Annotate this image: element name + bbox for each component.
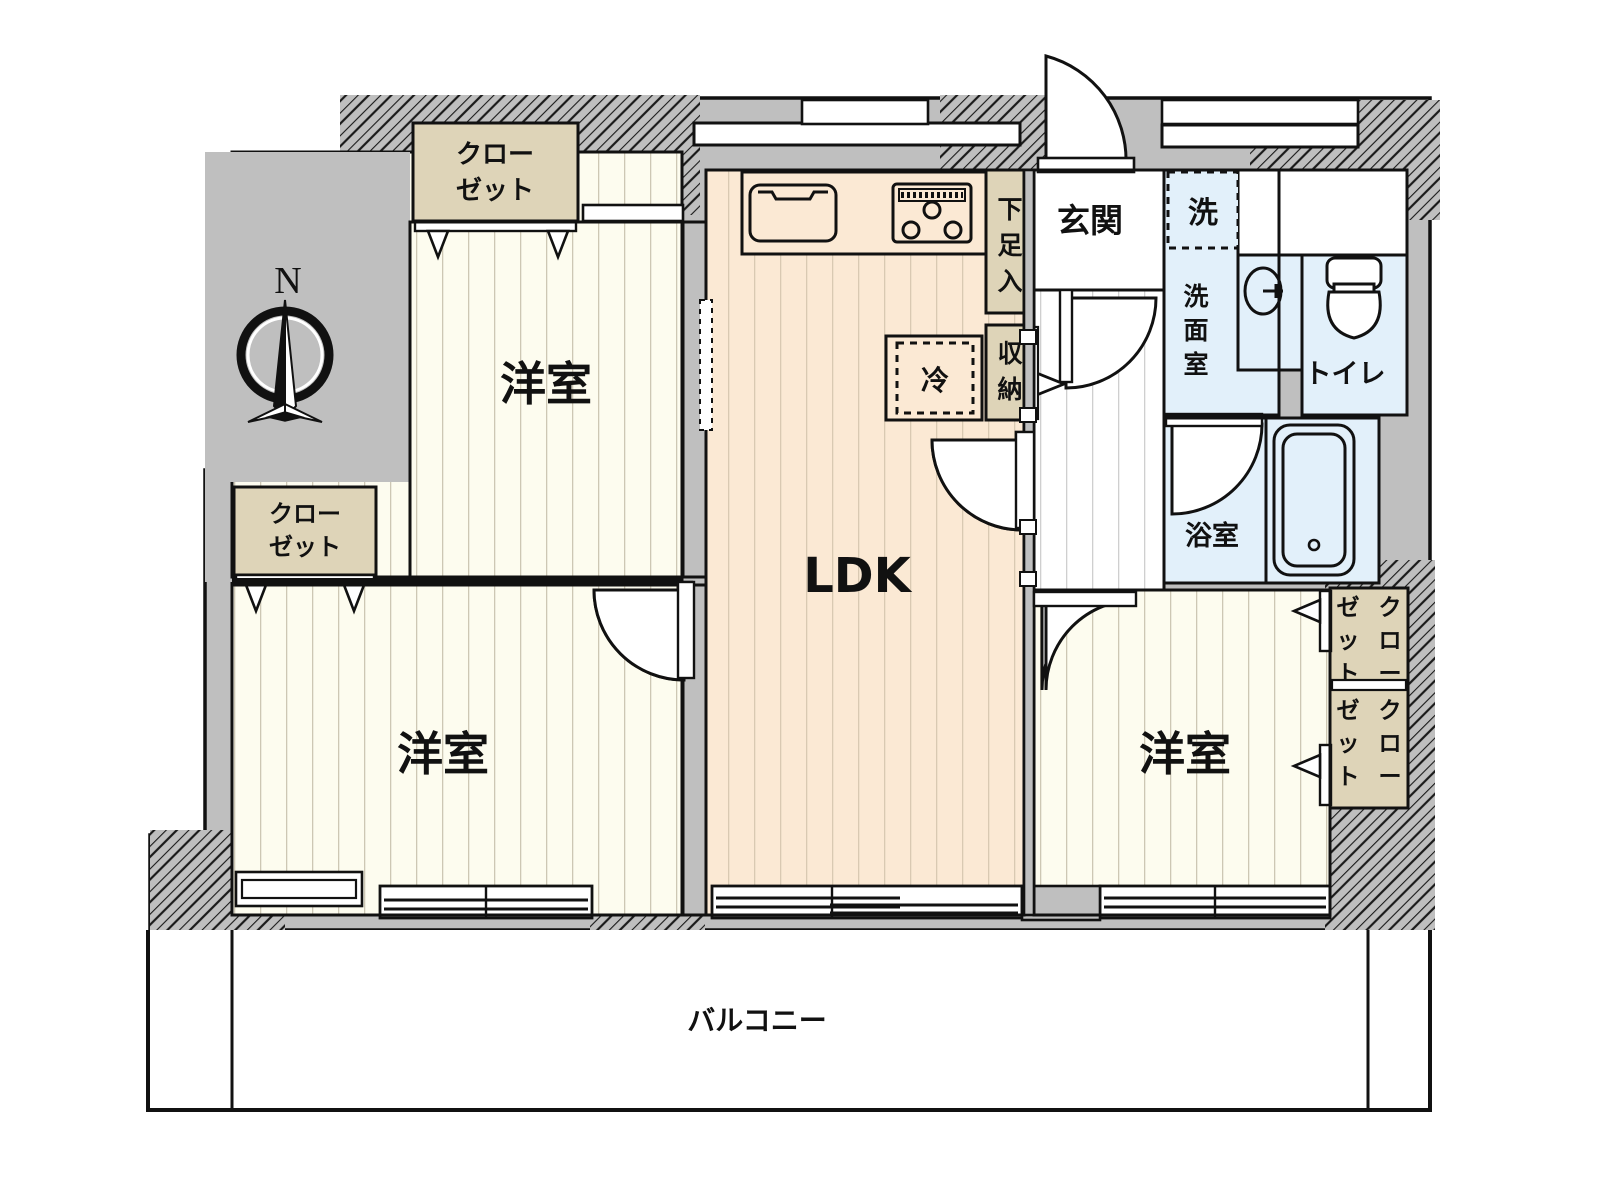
ce-u-c2: ロ (1379, 628, 1402, 654)
washer-label: 洗 (1188, 196, 1218, 231)
compass-rose: N (236, 260, 334, 423)
window-ldk-north (692, 98, 1022, 147)
label-bedroom-north: 洋室 (500, 357, 592, 411)
ce-u-c4: ゼ (1337, 595, 1360, 621)
opening-marks (699, 299, 1037, 587)
label-entrance: 玄関 (1057, 201, 1123, 240)
storage-c2: 納 (997, 375, 1022, 404)
sliding-door-sw-bedroom[interactable] (378, 884, 594, 920)
label-ldk: LDK (803, 548, 912, 604)
closet-north: クロー ゼット (411, 121, 580, 261)
ce-u-c1: ク (1379, 595, 1402, 621)
gas-stove-icon (891, 182, 973, 244)
room-bedroom-southwest (230, 583, 684, 917)
door-entrance-hall (1058, 288, 1158, 390)
closet-west-label-1: クロー (269, 500, 341, 528)
label-washroom-1: 洗 (1183, 282, 1208, 311)
balcony (146, 930, 1432, 1112)
door-entrance (1036, 54, 1136, 174)
sliding-door-east-bedroom[interactable] (1098, 884, 1332, 920)
window-sw-left (234, 870, 364, 908)
ce-l-c2: ロ (1379, 731, 1402, 757)
refrigerator: 冷 (884, 334, 984, 422)
bathtub-icon (1272, 423, 1356, 577)
ce-u-c5: ッ (1337, 628, 1360, 654)
kitchen-sink-icon (748, 183, 838, 243)
ce-l-c3: ー (1379, 764, 1402, 790)
kitchen-counter (740, 170, 988, 256)
shoe-c1: 下 (997, 195, 1022, 224)
compass-north-label: N (274, 260, 301, 302)
doors-overlay (592, 430, 1138, 691)
ce-l-c6: ト (1337, 764, 1360, 790)
room-bedroom-east (1032, 588, 1332, 917)
fridge-label: 冷 (921, 364, 949, 397)
shoe-c3: 入 (997, 267, 1022, 296)
label-washroom-3: 室 (1183, 350, 1208, 379)
label-bedroom-southwest: 洋室 (397, 727, 489, 781)
closet-north-label-2: ゼット (456, 176, 534, 206)
label-toilet: トイレ (1305, 359, 1386, 390)
sliding-door-ldk[interactable] (710, 884, 1024, 920)
label-balcony: バルコニー (687, 1004, 826, 1037)
room-entrance (1032, 168, 1166, 292)
window-northeast (1160, 98, 1360, 149)
washing-machine: 洗 (1166, 170, 1240, 250)
shoe-c2: 足 (997, 231, 1022, 260)
closet-north-label-1: クロー (456, 140, 534, 170)
ce-l-c4: ゼ (1337, 698, 1360, 724)
closet-west: クロー ゼット (232, 485, 378, 615)
room-ldk (704, 168, 1026, 917)
window-north-bedroom (581, 203, 685, 223)
label-bathroom: 浴室 (1185, 520, 1239, 552)
closet-west-label-2: ゼット (269, 533, 341, 561)
bedroom-north-final (408, 220, 684, 579)
ce-l-c5: ッ (1337, 731, 1360, 757)
toilet-bowl-icon (1325, 256, 1383, 340)
label-washroom-2: 面 (1183, 316, 1208, 345)
label-bedroom-east: 洋室 (1139, 727, 1231, 781)
ce-l-c1: ク (1379, 698, 1402, 724)
